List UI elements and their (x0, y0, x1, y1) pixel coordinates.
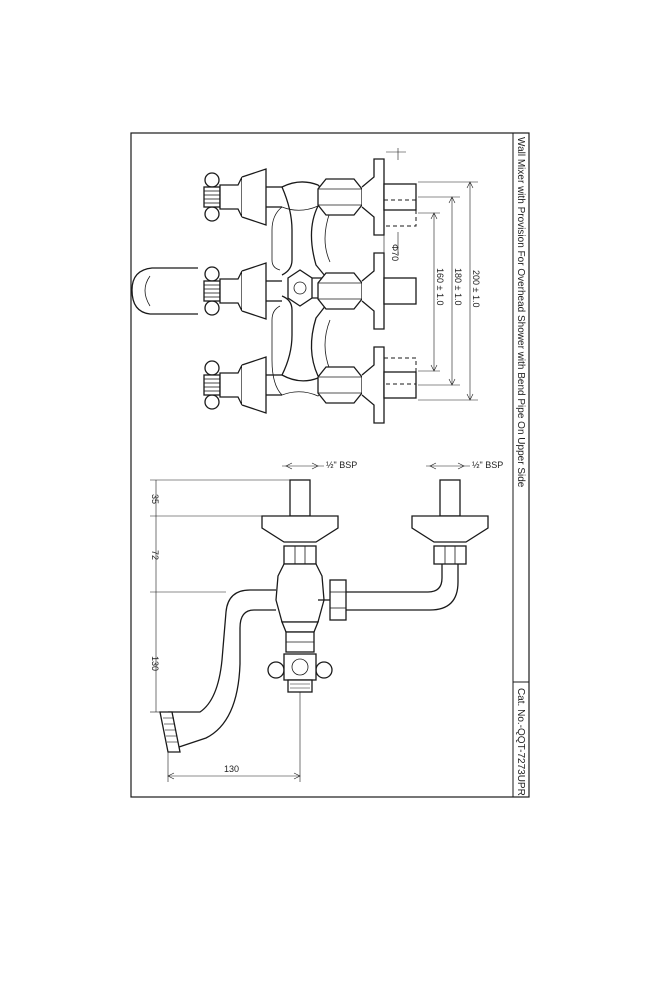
drawing-frame (130, 132, 530, 798)
dim-130-vertical: 130 (150, 656, 160, 671)
catalog-number: Cat. No.-QQT-7273UPR (515, 688, 526, 796)
hot-handle (203, 168, 283, 226)
drawing-description: Wall Mixer with Provision For Overhead S… (515, 137, 526, 488)
inlet-top (317, 158, 417, 236)
side-view: ½" BSP ½" BSP (150, 460, 503, 782)
dim-180: 180 ± 1.0 (453, 268, 463, 305)
alt-inlet-bottom (383, 357, 417, 385)
dim-160: 160 ± 1.0 (435, 268, 445, 305)
spout-outline (131, 267, 198, 315)
dim-72: 72 (150, 550, 160, 560)
dim-200: 200 ± 1.0 (471, 270, 481, 307)
bsp-left-label: ½" BSP (326, 460, 357, 470)
inlet-middle (317, 252, 417, 330)
dim-130-horizontal: 130 (224, 764, 239, 774)
center-handle (203, 262, 283, 320)
dim-35: 35 (150, 494, 160, 504)
side-handle-knob-left (267, 661, 285, 679)
top-view: Φ70 160 ± 1.0 180 ± 1.0 200 ± 1.0 (131, 148, 481, 424)
cold-handle (203, 356, 283, 414)
side-handle-knob-right (315, 661, 333, 679)
dim-phi70: Φ70 (390, 244, 400, 261)
alt-inlet-top (383, 199, 417, 227)
bsp-right-label: ½" BSP (472, 460, 503, 470)
